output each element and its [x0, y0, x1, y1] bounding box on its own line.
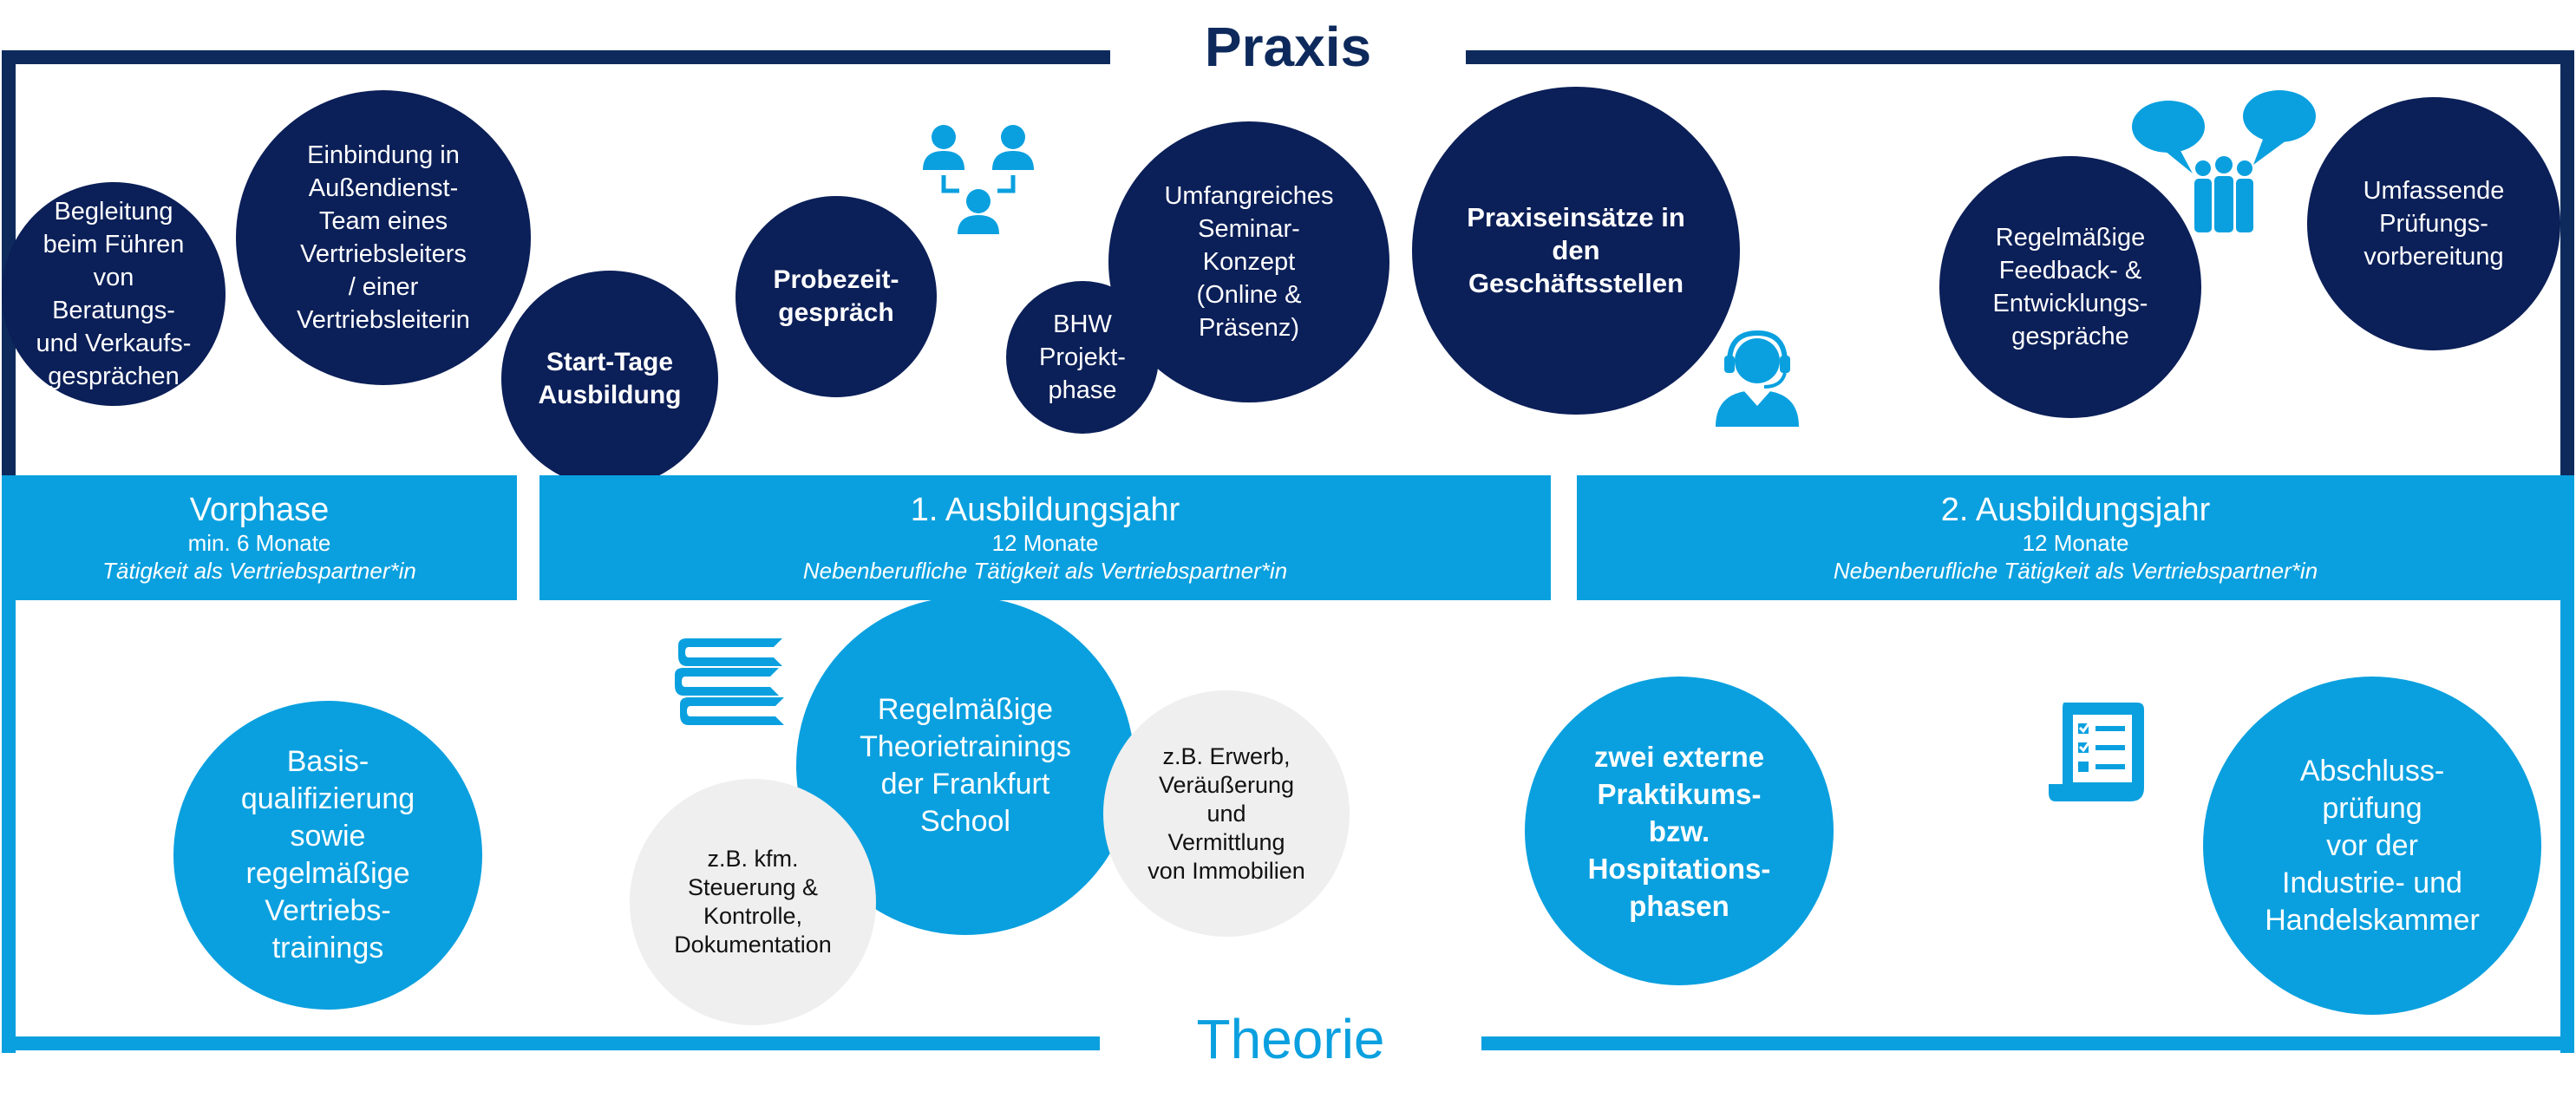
- praxis-circle-feedback: Regelmäßige Feedback- & Entwicklungs- ge…: [1939, 156, 2201, 418]
- praxis-circle-pruefungsvorbereitung-text: Umfassende Prüfungs- vorbereitung: [2363, 177, 2505, 271]
- praxis-circle-bhw: BHW Projekt- phase: [1006, 281, 1159, 434]
- praxis-circle-einbindung: Einbindung in Außendienst- Team eines Ve…: [236, 90, 531, 385]
- praxis-frame-right: [2560, 50, 2574, 484]
- call-center-agent-icon: [1716, 330, 1799, 427]
- theorie-circle-basisqualifizierung-text: Basis- qualifizierung sowie regelmäßige …: [240, 745, 415, 964]
- checklist-icon: [2049, 703, 2144, 801]
- praxis-circle-seminar-text: Umfangreiches Seminar- Konzept (Online &…: [1164, 182, 1334, 342]
- phase-duration: min. 6 Monate: [187, 530, 331, 556]
- theorie-frame-bottom-right: [1481, 1036, 2574, 1050]
- praxis-circle-probezeit-text: Probezeit- gespräch: [773, 265, 899, 327]
- theorie-circle-praktikum-text: zwei externe Praktikums- bzw. Hospitatio…: [1587, 740, 1771, 922]
- praxis-frame-top-right: [1466, 50, 2574, 64]
- praxis-circle-bhw-text: BHW Projekt- phase: [1039, 311, 1126, 404]
- people-network-icon: [923, 125, 1034, 234]
- praxis-title: Praxis: [1204, 16, 1372, 78]
- praxis-circle-praxiseinsaetze: Praxiseinsätze in den Geschäftsstellen: [1412, 87, 1740, 415]
- book-stack-icon: [675, 638, 784, 725]
- phase-band-jahr-1: 1. Ausbildungsjahr 12 Monate Nebenberufl…: [539, 475, 1551, 600]
- theorie-frame-right: [2560, 590, 2574, 1053]
- phase-note: Nebenberufliche Tätigkeit als Vertriebsp…: [802, 558, 1288, 584]
- phase-duration: 12 Monate: [991, 530, 1099, 556]
- theorie-circle-immobilien: z.B. Erwerb, Veräußerung und Vermittlung…: [1103, 690, 1350, 937]
- phase-duration: 12 Monate: [2022, 530, 2129, 556]
- theorie-circle-abschlusspruefung-text: Abschluss- prüfung vor der Industrie- un…: [2265, 754, 2480, 937]
- praxis-circle-begleitung: Begleitung beim Führen von Beratungs- un…: [2, 182, 226, 406]
- praxis-circle-praxiseinsaetze-text: Praxiseinsätze in den Geschäftsstellen: [1467, 202, 1685, 298]
- phase-note: Nebenberufliche Tätigkeit als Vertriebsp…: [1833, 558, 2318, 584]
- phase-title: 1. Ausbildungsjahr: [910, 492, 1180, 528]
- phase-band-jahr-2: 2. Ausbildungsjahr 12 Monate Nebenberufl…: [1577, 475, 2574, 600]
- speech-bubbles-team-icon: [2132, 90, 2316, 232]
- praxis-circle-begleitung-text: Begleitung beim Führen von Beratungs- un…: [36, 198, 192, 390]
- praxis-circle-seminar: Umfangreiches Seminar- Konzept (Online &…: [1108, 121, 1389, 402]
- theorie-frame-bottom-left: [2, 1036, 1100, 1050]
- phase-title: Vorphase: [189, 492, 330, 528]
- praxis-frame-top-left: [2, 50, 1110, 64]
- theorie-circle-praktikum: zwei externe Praktikums- bzw. Hospitatio…: [1525, 677, 1834, 985]
- theorie-frame-left: [2, 590, 16, 1053]
- praxis-circle-probezeit: Probezeit- gespräch: [736, 196, 937, 397]
- praxis-circle-start-tage: Start-Tage Ausbildung: [501, 271, 718, 487]
- praxis-circle-pruefungsvorbereitung: Umfassende Prüfungs- vorbereitung: [2307, 97, 2560, 350]
- phase-note: Tätigkeit als Vertriebspartner*in: [102, 558, 416, 584]
- praxis-circle-feedback-text: Regelmäßige Feedback- & Entwicklungs- ge…: [1992, 224, 2148, 350]
- theorie-circle-theorietrainings-text: Regelmäßige Theorietrainings der Frankfu…: [860, 693, 1071, 838]
- praxis-circle-start-tage-text: Start-Tage Ausbildung: [538, 348, 682, 409]
- theorie-circle-basisqualifizierung: Basis- qualifizierung sowie regelmäßige …: [173, 701, 482, 1010]
- theorie-circle-kfm: z.B. kfm. Steuerung & Kontrolle, Dokumen…: [630, 779, 876, 1025]
- theorie-circle-kfm-text: z.B. kfm. Steuerung & Kontrolle, Dokumen…: [674, 846, 832, 958]
- praxis-circle-einbindung-text: Einbindung in Außendienst- Team eines Ve…: [297, 141, 470, 334]
- theorie-circle-immobilien-text: z.B. Erwerb, Veräußerung und Vermittlung…: [1147, 742, 1305, 884]
- theorie-circle-abschlusspruefung: Abschluss- prüfung vor der Industrie- un…: [2203, 677, 2541, 1015]
- phase-title: 2. Ausbildungsjahr: [1940, 492, 2211, 528]
- theorie-title: Theorie: [1196, 1008, 1385, 1070]
- phase-band-vorphase: Vorphase min. 6 Monate Tätigkeit als Ver…: [2, 475, 517, 600]
